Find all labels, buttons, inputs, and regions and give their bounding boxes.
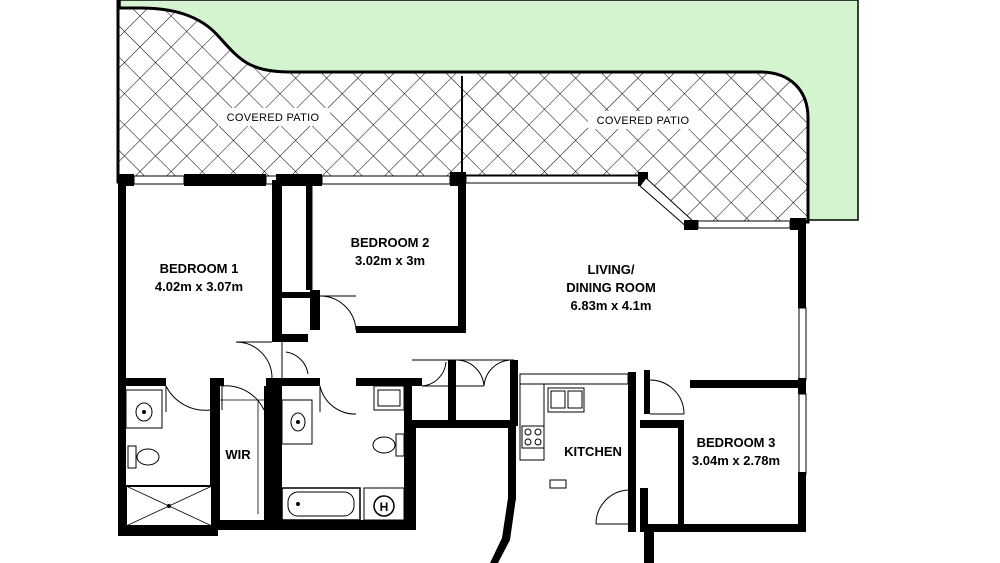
room-name: BEDROOM 1	[160, 261, 239, 276]
room-name: LIVING/	[588, 262, 635, 277]
patio-label-right: COVERED PATIO	[597, 115, 690, 127]
window	[798, 393, 807, 475]
room-wir: WIR	[225, 447, 251, 462]
room-size: 3.02m x 3m	[355, 253, 425, 268]
room-name: BEDROOM 2	[351, 235, 430, 250]
room-name-line2: DINING ROOM	[566, 280, 656, 295]
window	[465, 175, 643, 184]
hot-water-unit-icon	[373, 495, 395, 517]
room-name: BEDROOM 3	[697, 435, 776, 450]
window	[133, 175, 185, 185]
cooktop-icon	[521, 425, 545, 449]
room-size: 3.04m x 2.78m	[692, 453, 780, 468]
hot-water-label: H	[380, 500, 389, 514]
toilet-icon	[372, 436, 396, 454]
room-bedroom-2: BEDROOM 2 3.02m x 3m	[351, 235, 430, 268]
patio-label-left: COVERED PATIO	[227, 112, 320, 124]
room-bedroom-1: BEDROOM 1 4.02m x 3.07m	[155, 261, 243, 294]
room-size: 4.02m x 3.07m	[155, 279, 243, 294]
window	[697, 220, 791, 229]
room-size: 6.83m x 4.1m	[571, 298, 652, 313]
room-living-dining: LIVING/ DINING ROOM 6.83m x 4.1m	[566, 262, 656, 313]
window	[798, 307, 807, 381]
room-bedroom-3: BEDROOM 3 3.04m x 2.78m	[692, 435, 780, 468]
window	[321, 175, 451, 185]
toilet-icon	[136, 448, 160, 466]
room-kitchen: KITCHEN	[564, 444, 622, 459]
